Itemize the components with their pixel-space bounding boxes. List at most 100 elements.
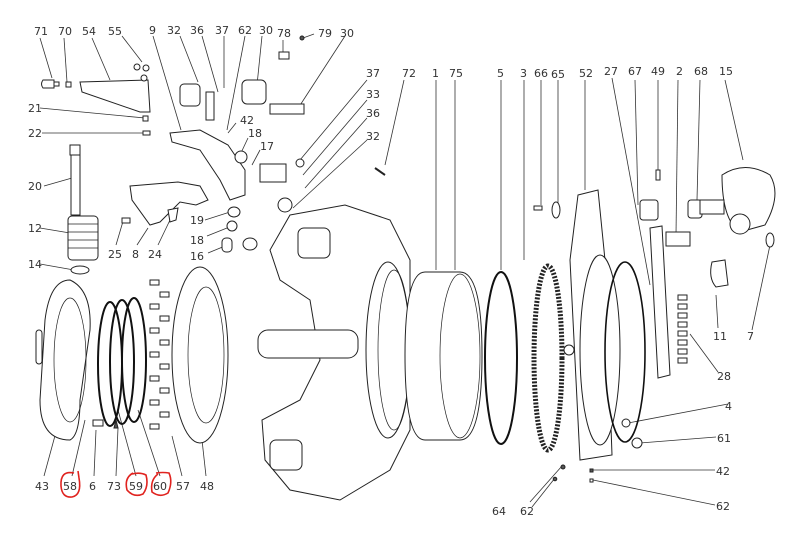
part-71-bullet	[41, 79, 60, 89]
leader-line-19	[204, 211, 231, 221]
label-57: 57	[176, 480, 190, 493]
leader-line-54	[91, 37, 111, 81]
label-60: 60	[153, 480, 167, 493]
label-62b: 62	[716, 500, 730, 513]
part-43-plate	[35, 279, 91, 441]
part-22	[142, 130, 151, 136]
label-48: 48	[200, 480, 214, 493]
leader-line-32a	[179, 35, 199, 83]
label-25: 25	[108, 248, 122, 261]
label-79: 79	[318, 27, 332, 40]
leader-line-24	[157, 219, 171, 246]
bolt	[159, 363, 170, 370]
part-62-dot	[552, 476, 558, 482]
label-54: 54	[82, 25, 96, 38]
part-4-ball	[621, 418, 631, 428]
label-32b: 32	[366, 130, 380, 143]
label-5: 5	[497, 67, 504, 80]
leader-line-27	[611, 77, 651, 286]
leader-lines	[39, 33, 771, 508]
part-72-clip	[374, 167, 386, 176]
part-49	[655, 169, 661, 181]
part-57-bolts	[149, 279, 170, 430]
leader-line-37b	[299, 79, 368, 161]
part-73	[113, 419, 119, 429]
bolt	[677, 294, 688, 301]
bolt	[677, 330, 688, 337]
leader-line-62a	[226, 35, 246, 131]
part-42-dot	[589, 468, 594, 473]
highlight-circle-60	[150, 471, 172, 497]
label-27: 27	[604, 65, 618, 78]
label-30a: 30	[259, 24, 273, 37]
label-15: 15	[719, 65, 733, 78]
label-6: 6	[89, 480, 96, 493]
label-55: 55	[108, 25, 122, 38]
leader-line-70	[63, 37, 68, 83]
part-6-bolt	[92, 419, 104, 427]
bolt	[677, 348, 688, 355]
part-65-washer	[551, 201, 561, 219]
label-42a: 42	[240, 114, 254, 127]
leader-line-4	[627, 403, 729, 424]
part-62-dot-2	[589, 478, 594, 483]
leader-line-28	[689, 333, 719, 373]
label-66: 66	[534, 67, 548, 80]
label-17: 17	[260, 140, 274, 153]
leader-line-62c	[531, 477, 556, 508]
label-18a: 18	[248, 127, 262, 140]
label-64: 64	[492, 505, 506, 518]
leader-line-20	[43, 177, 73, 187]
part-32-block	[179, 83, 201, 107]
label-36a: 36	[190, 24, 204, 37]
label-3: 3	[520, 67, 527, 80]
part-21	[142, 115, 149, 122]
leader-line-30b	[294, 35, 346, 114]
highlight-circles	[60, 470, 172, 498]
label-16: 16	[190, 250, 204, 263]
label-20: 20	[28, 180, 42, 193]
part-61-oring	[604, 261, 646, 443]
label-68: 68	[694, 65, 708, 78]
leader-line-14	[39, 263, 75, 271]
label-58: 58	[63, 480, 77, 493]
highlight-circle-59	[125, 472, 148, 497]
bolt	[149, 399, 160, 406]
part-25	[121, 217, 131, 224]
label-22: 22	[28, 127, 42, 140]
leader-line-48	[201, 439, 207, 477]
label-73: 73	[107, 480, 121, 493]
part-30-block	[241, 79, 267, 105]
part-15-actuator	[699, 167, 776, 235]
o-rings-58-59-60	[97, 297, 147, 427]
leader-line-32b	[292, 139, 368, 209]
bolt	[677, 303, 688, 310]
leader-line-33	[302, 99, 368, 176]
leader-line-58	[71, 419, 86, 477]
part-70	[65, 81, 72, 88]
bolt	[149, 375, 160, 382]
bolt	[159, 411, 170, 418]
label-14: 14	[28, 258, 42, 271]
label-62a: 62	[238, 24, 252, 37]
highlight-circle-58	[60, 470, 81, 498]
small-parts-group	[221, 150, 305, 253]
label-37b: 37	[366, 67, 380, 80]
part-79	[299, 35, 305, 41]
part-61-seal	[631, 437, 643, 449]
leader-line-6	[93, 429, 97, 477]
label-71: 71	[34, 25, 48, 38]
label-67: 67	[628, 65, 642, 78]
label-33: 33	[366, 88, 380, 101]
bolt	[677, 357, 688, 364]
label-9: 9	[149, 24, 156, 37]
label-37a: 37	[215, 24, 229, 37]
label-70: 70	[58, 25, 72, 38]
leader-line-61	[639, 436, 717, 444]
leader-line-30a	[256, 35, 263, 86]
leader-line-68	[696, 79, 701, 201]
bolt	[677, 339, 688, 346]
part-52-housing	[563, 189, 621, 461]
label-7: 7	[747, 330, 754, 343]
